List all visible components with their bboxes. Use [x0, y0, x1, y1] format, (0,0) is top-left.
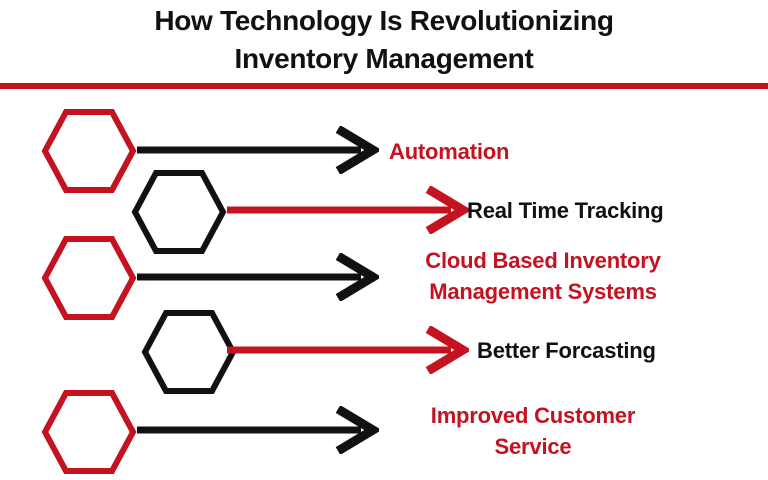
arrow-icon-3 — [133, 253, 379, 301]
hexagon-icon-2[interactable] — [131, 169, 227, 255]
hexagon-icon-5[interactable] — [41, 389, 137, 475]
arrow-icon-1 — [133, 126, 379, 174]
title-line-2: Inventory Management — [234, 43, 534, 74]
item-label-3: Cloud Based Inventory Management Systems — [383, 245, 703, 307]
header-divider-rule — [0, 83, 768, 89]
page-title: How Technology Is Revolutionizing Invent… — [0, 2, 768, 78]
item-label-2: Real Time Tracking — [467, 195, 767, 226]
item-label-3-line-2: Management Systems — [429, 279, 657, 304]
item-label-2-line-1: Real Time Tracking — [467, 198, 664, 223]
arrow-icon-5 — [133, 406, 379, 454]
arrow-icon-4 — [223, 326, 469, 374]
item-label-5-line-1: Improved Customer — [430, 403, 636, 428]
hexagon-icon-1[interactable] — [41, 108, 137, 194]
item-label-3-line-1: Cloud Based Inventory — [425, 248, 661, 273]
item-label-4-line-1: Better Forcasting — [477, 338, 656, 363]
item-label-1-line-1: Automation — [389, 139, 510, 164]
hexagon-icon-4[interactable] — [141, 309, 237, 395]
item-label-4: Better Forcasting — [477, 335, 767, 366]
hexagon-icon-3[interactable] — [41, 235, 137, 321]
item-label-1: Automation — [389, 136, 719, 167]
arrow-icon-2 — [223, 186, 469, 234]
item-label-5-line-2: Service — [494, 434, 572, 459]
item-label-5: Improved Customer Service — [383, 400, 683, 462]
title-line-1: How Technology Is Revolutionizing — [154, 5, 614, 36]
